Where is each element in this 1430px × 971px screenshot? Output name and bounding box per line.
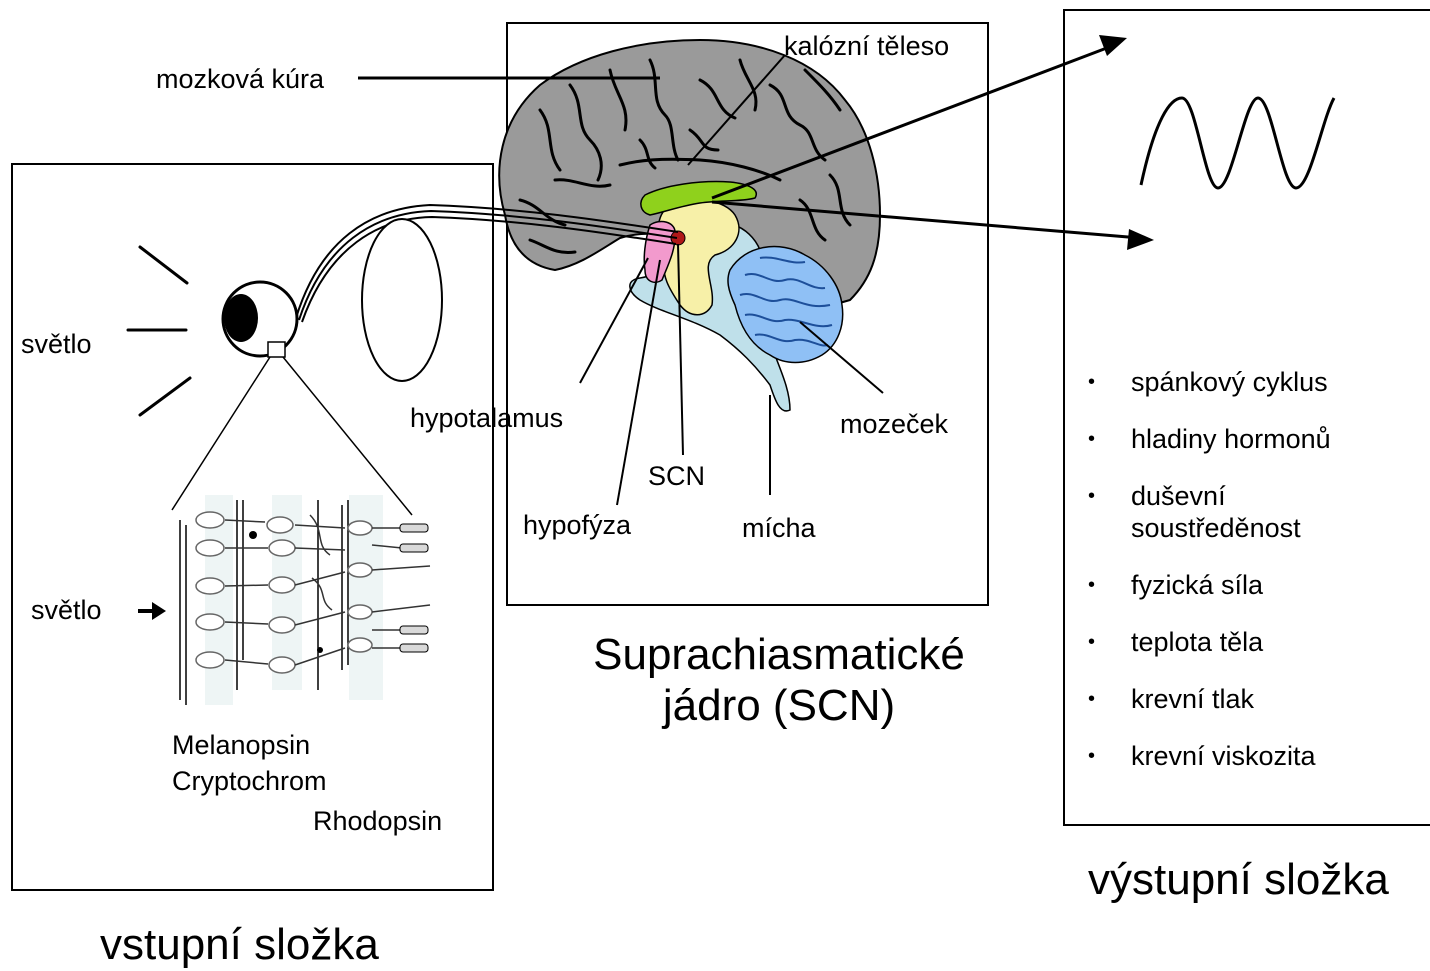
output-item: krevní tlak — [1088, 683, 1361, 715]
output-item: duševní soustředěnost — [1088, 480, 1361, 544]
output-item: teplota těla — [1088, 626, 1361, 658]
pupil — [224, 294, 258, 342]
label-scn: SCN — [648, 463, 705, 490]
label-cortex: mozková kúra — [156, 66, 324, 93]
label-corpus-callosum: kalózní těleso — [784, 33, 949, 60]
arrowhead-lower — [1127, 229, 1154, 250]
caption-scn-line2: jádro (SCN) — [570, 681, 988, 732]
label-hypothalamus: hypotalamus — [410, 405, 563, 432]
rhythm-wave — [1141, 98, 1334, 188]
label-cerebellum: mozeček — [840, 411, 948, 438]
label-rhodopsin: Rhodopsin — [313, 808, 442, 835]
output-item: krevní viskozita — [1088, 740, 1361, 772]
label-light-top: světlo — [21, 331, 92, 358]
output-item: fyzická síla — [1088, 569, 1361, 601]
eye — [223, 282, 297, 357]
output-item: hladiny hormonů — [1088, 423, 1361, 455]
label-pituitary: hypofýza — [523, 512, 631, 539]
retina-detail-box — [268, 342, 285, 357]
label-spinal-cord: mícha — [742, 515, 816, 542]
label-cryptochrom: Cryptochrom — [172, 768, 327, 795]
arrowhead-upper — [1099, 35, 1127, 56]
label-melanopsin: Melanopsin — [172, 732, 310, 759]
output-item: spánkový cyklus — [1088, 366, 1361, 398]
caption-scn: Suprachiasmatické jádro (SCN) — [570, 630, 988, 731]
optic-chiasm-outline — [362, 219, 442, 381]
caption-output: výstupní složka — [1088, 855, 1389, 906]
caption-input: vstupní složka — [100, 920, 379, 971]
caption-scn-line1: Suprachiasmatické — [570, 630, 988, 681]
output-list: spánkový cyklus hladiny hormonů duševní … — [1088, 366, 1361, 797]
label-light-bottom: světlo — [31, 597, 102, 624]
